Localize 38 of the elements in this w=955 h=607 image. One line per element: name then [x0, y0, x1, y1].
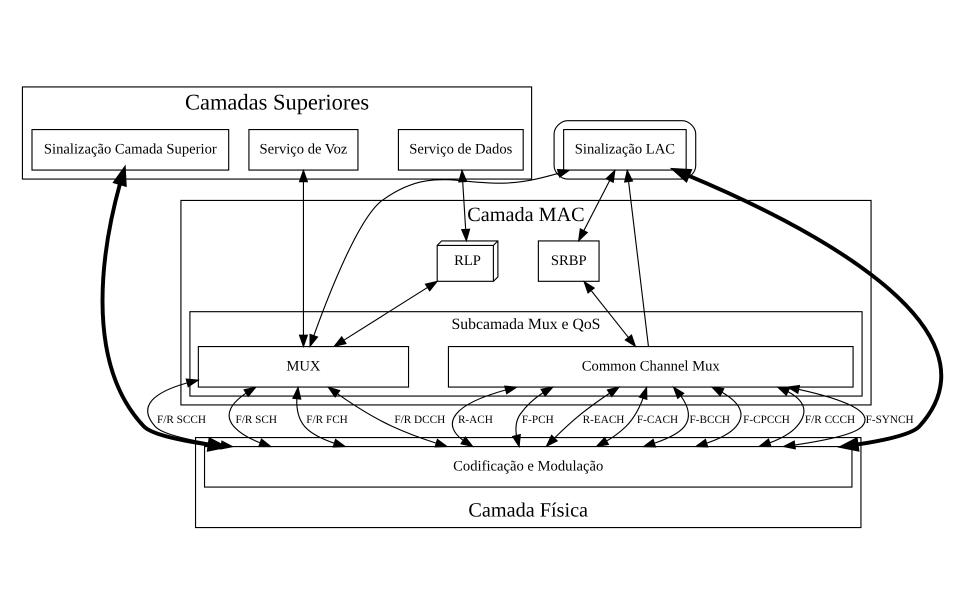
arrow: [147, 378, 234, 450]
edge-label: F/R SCCH: [157, 413, 206, 426]
edge-label: F-BCCH: [690, 413, 730, 426]
edge-label: F-PCH: [522, 413, 554, 426]
node-box: Common Channel Mux: [448, 345, 854, 388]
arrow: [452, 385, 518, 447]
edge-label: F/R FCH: [306, 413, 348, 426]
edge-label: R-ACH: [458, 413, 493, 426]
arrow: [595, 385, 648, 447]
arrow: [670, 167, 943, 452]
edge-label: F-CPCCH: [743, 413, 790, 426]
edge-label: F-SYNCH: [866, 413, 914, 426]
arrow: [578, 168, 616, 242]
arrow: [694, 386, 742, 448]
arrow: [782, 384, 866, 450]
node-box: Serviço de Dados: [398, 128, 524, 170]
arrow: [642, 385, 689, 448]
arrow: [624, 168, 649, 346]
node-box: Serviço de Voz: [248, 128, 359, 170]
edge-label: F/R DCCH: [394, 413, 446, 426]
edge-label: F/R CCCH: [804, 413, 856, 426]
edge-label: F/R SCH: [236, 413, 277, 426]
arrow: [583, 280, 636, 348]
arrow: [512, 386, 554, 448]
arrow: [298, 168, 308, 348]
edge-label: F-CACH: [636, 413, 678, 426]
arrow: [292, 385, 347, 448]
arrow: [545, 386, 620, 447]
node-box: SRBP: [538, 240, 600, 282]
arrow: [758, 386, 804, 447]
node-box: Codificação e Modulação: [204, 446, 853, 488]
arrow: [332, 280, 438, 347]
edge-label: R-EACH: [582, 413, 624, 426]
arrow: [228, 386, 272, 447]
node-box: MUX: [198, 345, 410, 388]
node-box: Sinalização LAC: [563, 128, 687, 170]
node-box: Sinalização Camada Superior: [31, 128, 230, 170]
arrow: [326, 386, 449, 447]
